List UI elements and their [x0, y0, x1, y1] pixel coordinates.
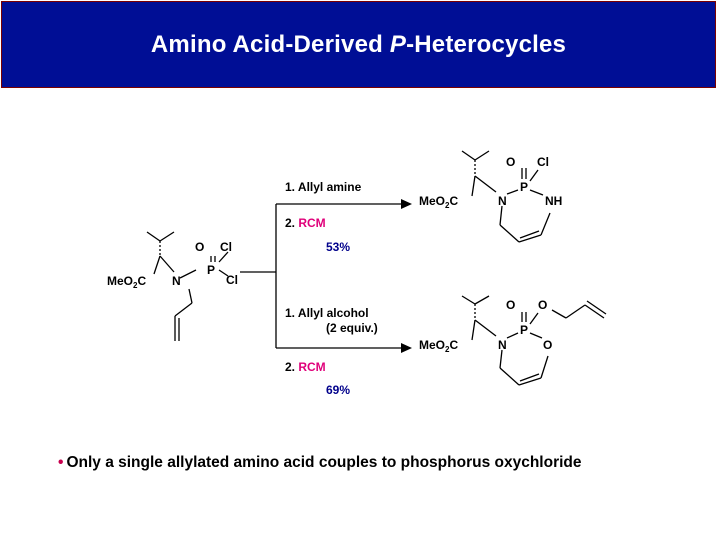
- bottom-o-allyl-label: O: [538, 298, 547, 312]
- bottom-yield: 69%: [326, 383, 350, 397]
- top-product-bonds: [461, 150, 551, 243]
- bottom-arrowhead: [401, 343, 412, 353]
- top-step1: 1. Allyl amine: [285, 180, 362, 194]
- start-p-label: P: [207, 263, 215, 277]
- bottom-n-label: N: [498, 338, 507, 352]
- bullet-note: •Only a single allylated amino acid coup…: [58, 454, 582, 472]
- top-yield: 53%: [326, 240, 350, 254]
- start-cl2-label: Cl: [226, 273, 238, 287]
- top-step2: 2. RCM: [285, 216, 326, 230]
- bullet-text: Only a single allylated amino acid coupl…: [66, 454, 582, 471]
- start-cl1-label: Cl: [220, 240, 232, 254]
- top-product-labels: MeO2C N P O Cl NH: [419, 155, 562, 210]
- bottom-o-double-label: O: [506, 298, 515, 312]
- title-bar: Amino Acid-Derived P-Heterocycles: [1, 1, 716, 88]
- bottom-rcm: RCM: [298, 360, 325, 374]
- bottom-o-ring-label: O: [543, 338, 552, 352]
- start-o-label: O: [195, 240, 204, 254]
- top-arrowhead: [401, 199, 412, 209]
- bottom-product-bonds: [461, 295, 607, 386]
- start-ester-label: MeO2C: [107, 274, 146, 290]
- title-italic-p: P: [389, 30, 407, 58]
- bullet-dot: •: [58, 454, 64, 471]
- top-cl-label: Cl: [537, 155, 549, 169]
- scheme-bonds: [146, 150, 607, 386]
- bottom-step1-note: (2 equiv.): [326, 321, 378, 335]
- start-n-label: N: [172, 274, 181, 288]
- top-ester-label: MeO2C: [419, 194, 458, 210]
- top-conditions: 1. Allyl amine 2. RCM 53%: [285, 180, 362, 254]
- page-title: Amino Acid-Derived P-Heterocycles: [150, 30, 567, 58]
- top-nh-label: NH: [545, 194, 562, 208]
- start-material-bonds: [146, 231, 229, 341]
- bottom-step2: 2. RCM: [285, 360, 326, 374]
- bottom-step1: 1. Allyl alcohol: [285, 306, 369, 320]
- bottom-ester-label: MeO2C: [419, 338, 458, 354]
- top-rcm: RCM: [298, 216, 325, 230]
- top-o-label: O: [506, 155, 515, 169]
- bottom-p-label: P: [520, 323, 528, 337]
- top-p-label: P: [520, 180, 528, 194]
- bottom-conditions: 1. Allyl alcohol (2 equiv.) 2. RCM 69%: [285, 306, 378, 397]
- start-material-labels: MeO2C N P O Cl Cl: [107, 240, 238, 290]
- bottom-product-labels: MeO2C N P O O O: [419, 298, 552, 354]
- top-n-label: N: [498, 194, 507, 208]
- reaction-arrows: [240, 203, 403, 349]
